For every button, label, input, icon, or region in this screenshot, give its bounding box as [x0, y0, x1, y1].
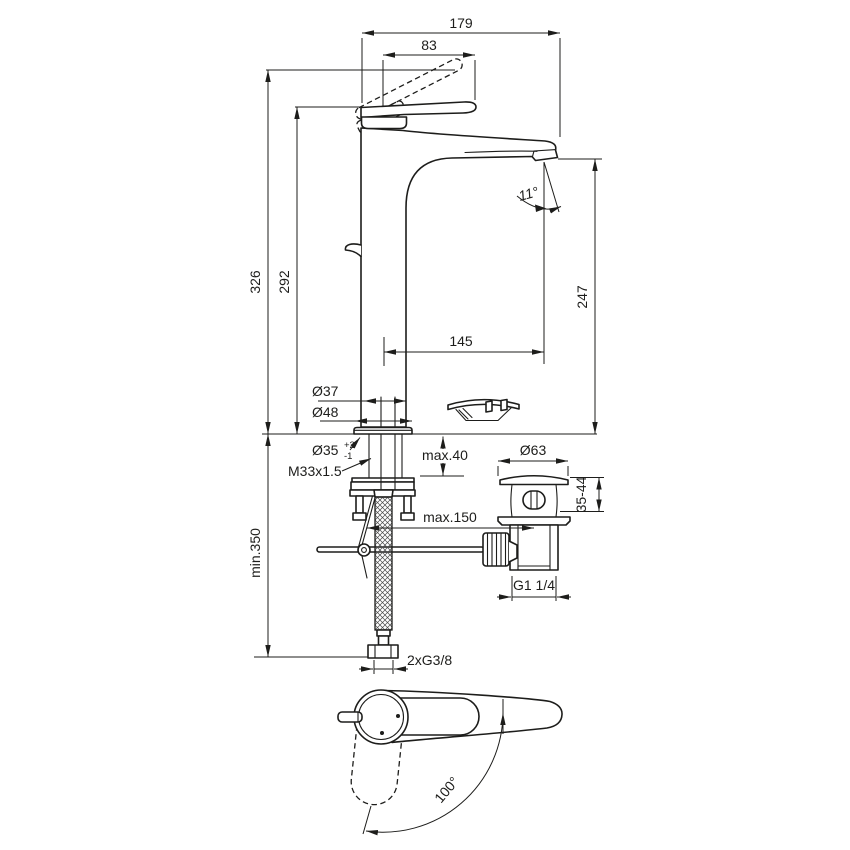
waste-slot-inner: [530, 490, 538, 510]
waste-lower-flange: [497, 516, 571, 526]
top-view-spout-tab: [337, 711, 363, 723]
cartridge-collar: [360, 116, 408, 130]
pull-rod: [357, 495, 377, 548]
min-350-text: min.350: [247, 528, 263, 578]
hose-nut-facets: [374, 644, 392, 659]
rod-knurled-ribs: [486, 532, 507, 567]
max-150-text: max.150: [423, 509, 477, 525]
angle-100-text: 100°: [431, 773, 462, 805]
mounting-stud-left: [355, 495, 364, 514]
drain-assembly: [447, 398, 571, 571]
dim-83-text: 83: [421, 37, 437, 53]
hose-connector-lower: [377, 635, 390, 646]
hose-fitting-top: [373, 489, 394, 498]
waste-lower-barrel-inner: [517, 524, 551, 571]
hose-nut: [367, 644, 399, 659]
hose-connector: [376, 629, 391, 637]
thread-g38-text: 2xG3/8: [407, 652, 452, 668]
spout-inner-line: [464, 150, 538, 154]
threaded-shank: [368, 433, 403, 479]
pull-rod-lower: [361, 555, 368, 579]
max-40-text: max.40: [422, 447, 468, 463]
top-view-dot-2: [380, 731, 384, 735]
thread-m33-text: M33x1.5: [288, 463, 342, 479]
dim-292-text: 292: [276, 270, 292, 294]
dia-37-text: Ø37: [312, 383, 339, 399]
below-deck-installation: [316, 433, 485, 659]
dim-179-text: 179: [449, 15, 473, 31]
waste-top-flange: [499, 475, 569, 486]
stud-foot-right: [400, 512, 415, 521]
dia-35-tol-plus-text: +2: [344, 440, 355, 451]
side-view: [262, 58, 597, 435]
dia-63-text: Ø63: [520, 442, 547, 458]
popup-rod-knob: [344, 243, 362, 258]
waste-plug-3d: [447, 398, 520, 422]
rod-nut-cone: [508, 540, 518, 563]
dia-35-text: Ø35: [312, 442, 339, 458]
dia-48-text: Ø48: [312, 404, 339, 420]
lever-handle: [360, 101, 477, 119]
mounting-stud-right: [403, 495, 412, 514]
horizontal-rod: [316, 546, 485, 553]
rod-ball-joint-inner: [361, 547, 367, 553]
dim-145-text: 145: [449, 333, 473, 349]
dim-326-text: 326: [247, 270, 263, 294]
braided-hose: [374, 496, 393, 631]
angle-11-text: 11°: [517, 183, 541, 204]
rod-ball-joint: [357, 543, 371, 557]
stud-foot-left: [352, 512, 367, 521]
waste-upper-barrel: [510, 483, 558, 518]
shank-inner-lines: [380, 433, 396, 491]
dia-35-tol-minus-text: -1: [344, 451, 352, 462]
dimensions: 179 83 326 292 247 145 11° Ø37 Ø48: [247, 15, 604, 674]
thread-g114-text: G1 1/4: [513, 577, 555, 593]
top-view: 100°: [337, 689, 563, 836]
top-view-dot-1: [396, 714, 400, 718]
faucet-body-outline: [360, 127, 559, 428]
mounting-nut: [350, 481, 415, 491]
waste-slot: [522, 490, 546, 510]
range-35-44-text: 35-44: [573, 476, 589, 512]
dim-247-text: 247: [574, 285, 590, 309]
